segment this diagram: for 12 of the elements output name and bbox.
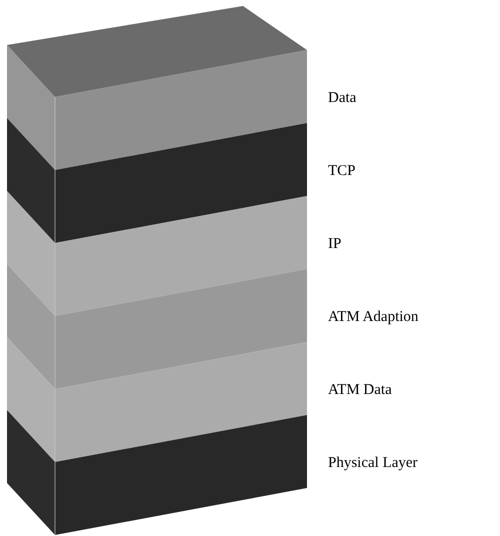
layer-label: IP [328,237,342,252]
layer-block [7,118,307,244]
layer-block [7,6,307,170]
layer-label: Data [328,91,356,106]
layer-block [7,337,307,462]
layer-block [7,264,307,390]
layer-label: ATM Adaption [328,310,418,325]
layer-label: TCP [328,164,356,179]
layer-block [7,410,307,536]
layer-block [7,191,307,316]
layer-label: ATM Data [328,383,392,398]
layer-label: Physical Layer [328,456,418,471]
